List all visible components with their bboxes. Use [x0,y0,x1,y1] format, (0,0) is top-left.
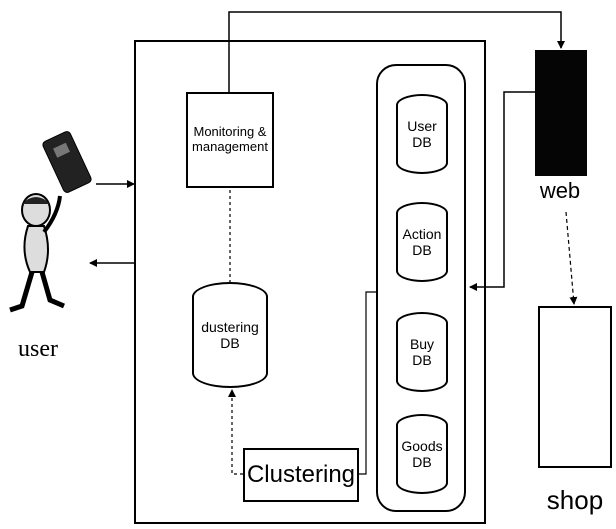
action-db[interactable]: Action DB [396,202,448,282]
user-figure-icon [10,130,92,310]
clustering-db-label: dustering [201,319,259,335]
shop-label: shop [540,486,610,516]
goods-db-sublabel: DB [401,454,442,470]
web-to-shop-connector [566,212,574,304]
action-db-label: Action [403,226,442,242]
buy-db-label: Buy [410,336,434,352]
action-db-sublabel: DB [403,242,442,258]
goods-db[interactable]: Goods DB [396,414,448,494]
clustering-db[interactable]: dustering DB [192,282,268,388]
user-db[interactable]: User DB [396,94,448,174]
buy-db-sublabel: DB [410,352,434,368]
goods-db-label: Goods [401,438,442,454]
web-server-icon[interactable] [535,50,587,176]
shop-frame[interactable] [538,306,612,468]
user-label: user [8,336,68,364]
clustering-db-sublabel: DB [201,335,259,351]
user-db-sublabel: DB [407,134,437,150]
web-label: web [530,178,590,203]
monitoring-management-box[interactable]: Monitoring & management [186,92,274,188]
clustering-box[interactable]: Clustering [243,448,359,502]
user-db-label: User [407,118,437,134]
monitoring-management-label: Monitoring & management [188,125,272,155]
clustering-label: Clustering [247,461,355,489]
buy-db[interactable]: Buy DB [396,312,448,392]
